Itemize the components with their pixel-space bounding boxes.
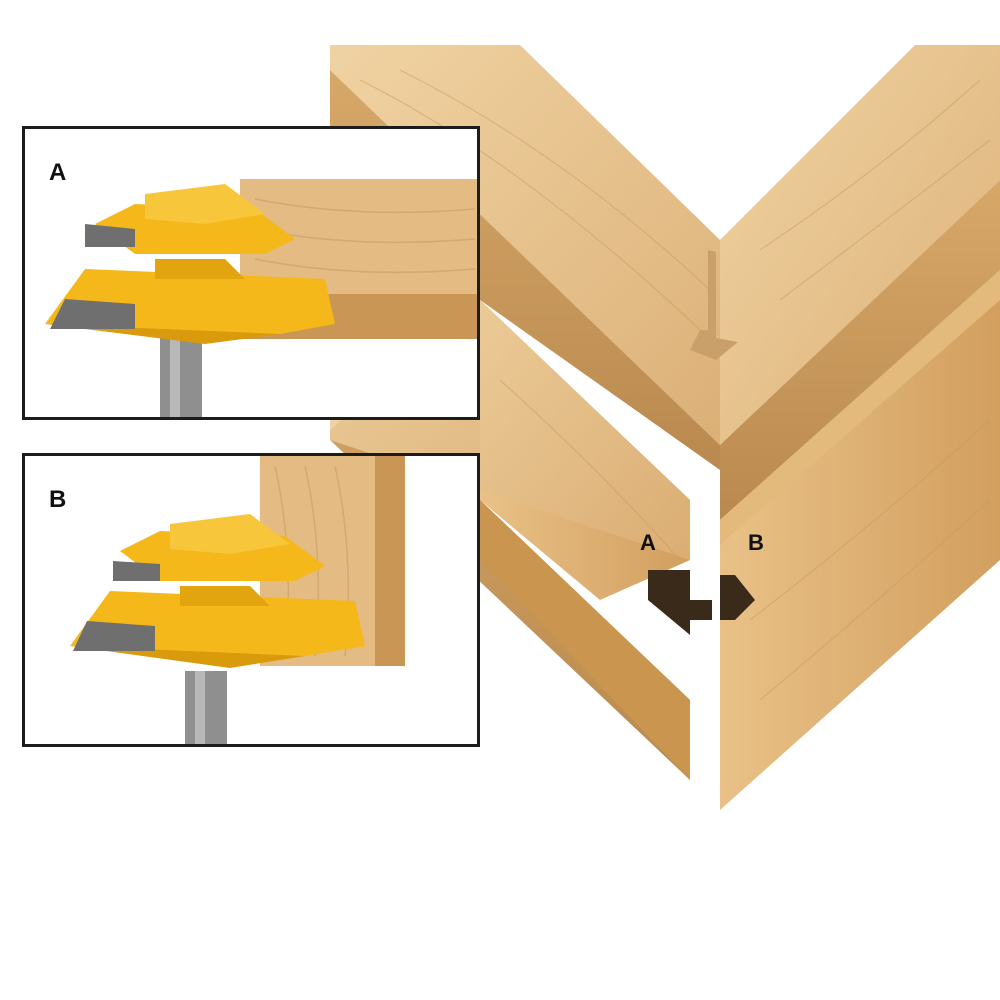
router-bit-panel-a: A: [22, 126, 480, 420]
router-bit-icon: [70, 514, 365, 744]
lock-miter-profile: [648, 540, 755, 815]
panel-label-a: A: [49, 159, 67, 186]
joint-label-b: B: [748, 530, 764, 555]
wood-grain: [359, 69, 991, 701]
upper-joint-notch: [690, 250, 738, 360]
joint-label-a: A: [640, 530, 656, 555]
router-bit-icon: [45, 184, 335, 417]
upper-right-board: [720, 45, 1000, 520]
panel-label-b: B: [49, 486, 67, 513]
router-bit-panel-b: B: [22, 453, 480, 747]
